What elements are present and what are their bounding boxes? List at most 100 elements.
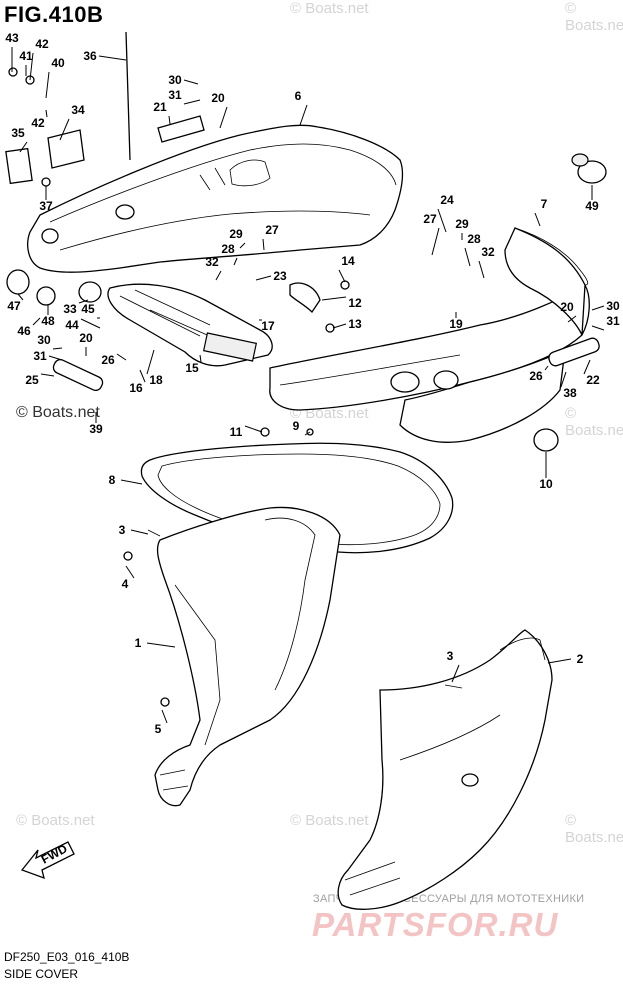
part-number-29: 29	[455, 217, 469, 231]
leader-line	[78, 299, 89, 304]
part-number-46: 46	[17, 324, 31, 338]
figure-title: FIG.410B	[4, 2, 104, 27]
part-number-31: 31	[168, 88, 182, 102]
part-number-37: 37	[39, 199, 53, 213]
upper-cover-part-6	[27, 124, 404, 273]
leader-line	[40, 373, 55, 377]
part-number-26: 26	[529, 369, 543, 383]
leader-line	[45, 109, 48, 118]
leader-line	[567, 315, 577, 323]
part-number-10: 10	[539, 477, 553, 491]
leader-line	[299, 104, 308, 126]
leader-line	[146, 349, 155, 375]
section-name: SIDE COVER	[4, 967, 79, 981]
part-number-43: 43	[5, 31, 19, 45]
small-parts	[5, 31, 607, 707]
leader-line	[59, 118, 70, 141]
leader-line	[130, 529, 149, 535]
watermark-top: © Boats.net	[290, 0, 369, 17]
part-number-40: 40	[51, 56, 65, 70]
right-cover-part-2	[337, 629, 553, 910]
part-number-28: 28	[221, 242, 235, 256]
part-number-31: 31	[606, 314, 620, 328]
leader-line	[478, 260, 485, 279]
part-number-49: 49	[585, 199, 599, 213]
leader-line	[255, 275, 272, 281]
shop-logo: PARTSFOR.RU	[312, 906, 559, 943]
part-number-4: 4	[122, 577, 129, 591]
leader-line	[451, 664, 460, 683]
part-number-34: 34	[71, 103, 85, 117]
part-number-19: 19	[449, 317, 463, 331]
leader-line	[125, 565, 135, 579]
leader-line	[215, 270, 222, 281]
watermark-bottom-left: © Boats.net	[16, 812, 95, 829]
part-number-21: 21	[153, 100, 167, 114]
part-number-39: 39	[89, 422, 103, 436]
leader-line	[219, 106, 228, 129]
fwd-arrow: FWD	[20, 841, 75, 880]
leader-line	[183, 79, 199, 85]
part-number-17: 17	[261, 319, 275, 333]
left-cover-part-1	[154, 506, 341, 807]
leader-line	[431, 227, 440, 256]
part-number-15: 15	[185, 361, 199, 375]
leader-line	[183, 99, 201, 105]
leader-line	[233, 257, 238, 266]
part-number-6: 6	[295, 89, 302, 103]
part-number-38: 38	[563, 386, 577, 400]
leader-line	[262, 238, 265, 251]
leader-line	[168, 115, 171, 125]
leader-line	[29, 52, 34, 81]
part-number-25: 25	[25, 373, 39, 387]
model-code: DF250_E03_016_410B	[4, 950, 130, 964]
leader-line	[464, 247, 471, 267]
part-number-7: 7	[541, 197, 548, 211]
part-number-31: 31	[33, 349, 47, 363]
leader-line	[32, 317, 41, 326]
part-number-32: 32	[481, 245, 495, 259]
part-number-30: 30	[168, 73, 182, 87]
leader-line	[48, 355, 63, 361]
part-number-24: 24	[440, 193, 454, 207]
leader-line	[591, 305, 605, 311]
part-number-2: 2	[577, 652, 584, 666]
part-number-14: 14	[341, 254, 355, 268]
part-number-41: 41	[19, 49, 33, 63]
leader-line	[17, 293, 24, 301]
leader-line	[146, 642, 176, 648]
part-number-36: 36	[83, 49, 97, 63]
leader-line	[19, 141, 28, 153]
leader-line	[52, 347, 63, 350]
part-number-27: 27	[423, 212, 437, 226]
seal-frame-part-8	[140, 442, 454, 554]
side-cover-part-7	[269, 227, 590, 443]
leader-line	[239, 242, 246, 249]
leader-line	[332, 323, 347, 329]
leader-line	[139, 369, 146, 383]
part-number-26: 26	[101, 353, 115, 367]
part-number-20: 20	[211, 91, 225, 105]
leader-line	[98, 55, 127, 61]
leader-line	[304, 431, 311, 436]
leader-line	[338, 269, 346, 283]
leader-line	[560, 371, 567, 388]
part-number-28: 28	[467, 232, 481, 246]
leader-line	[80, 318, 101, 329]
part-number-22: 22	[586, 373, 600, 387]
part-number-32: 32	[205, 255, 219, 269]
leader-line	[591, 325, 605, 331]
leader-line	[116, 353, 127, 361]
part-number-45: 45	[81, 302, 95, 316]
part-number-42: 42	[31, 116, 45, 130]
leader-line	[534, 212, 541, 227]
part-number-18: 18	[149, 373, 163, 387]
leader-line	[199, 354, 202, 363]
part-number-29: 29	[229, 227, 243, 241]
part-number-13: 13	[348, 317, 362, 331]
part-number-11: 11	[230, 425, 243, 439]
part-number-33: 33	[63, 302, 77, 316]
